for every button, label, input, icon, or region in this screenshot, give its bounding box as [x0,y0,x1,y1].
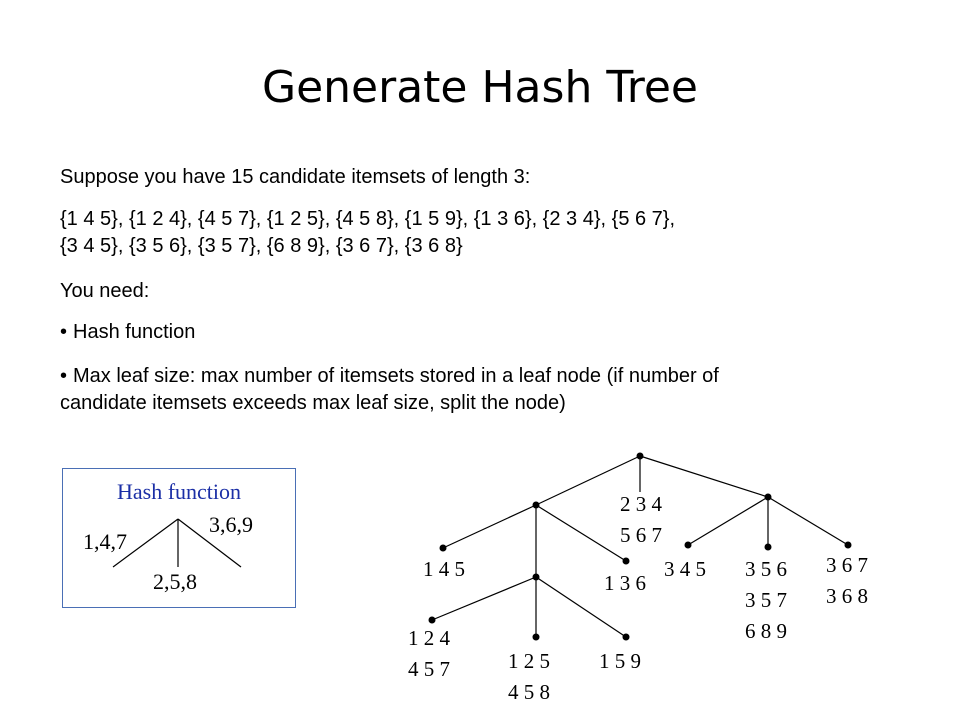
itemsets-line-2: {3 4 5}, {3 5 6}, {3 5 7}, {6 8 9}, {3 6… [60,235,463,257]
node-right [764,493,772,501]
leaf-234-item-2: 5 6 7 [620,523,662,547]
hash-function-branches [112,518,242,568]
node-leaf-125 [532,633,540,641]
branch-line-left [112,518,179,568]
branch-label-middle: 2,5,8 [153,569,197,594]
hash-function-box: Hash function 1,4,7 2,5,8 3,6,9 [62,468,296,608]
leaf-356-item-1: 3 5 6 [745,557,787,581]
edge-root-left [535,455,641,506]
node-left [532,501,540,509]
node-leaf-145 [439,544,447,552]
leaf-145: 1 4 5 [423,554,465,585]
leaf-136: 1 3 6 [604,568,646,599]
leaf-356-item-3: 6 8 9 [745,619,787,643]
you-need-text: You need: [60,280,150,302]
node-root [636,452,644,460]
leaf-159-item-1: 1 5 9 [599,649,641,673]
leaf-234: 2 3 4 5 6 7 [620,489,662,551]
leaf-356-item-2: 3 5 7 [745,588,787,612]
intro-text: Suppose you have 15 candidate itemsets o… [60,166,531,188]
leaf-234-item-1: 2 3 4 [620,492,662,516]
node-leaf-124 [428,616,436,624]
leaf-367-item-2: 3 6 8 [826,584,868,608]
leaf-345-item-1: 3 4 5 [664,557,706,581]
edge-left-136 [535,504,627,562]
leaf-367: 3 6 7 3 6 8 [826,550,868,612]
leaf-124-item-2: 4 5 7 [408,657,450,681]
leaf-159: 1 5 9 [599,646,641,677]
leaf-125-item-2: 4 5 8 [508,680,550,704]
leaf-125: 1 2 5 4 5 8 [508,646,550,708]
edge-root-right [639,455,769,498]
edge-right-345 [687,496,769,546]
leaf-124: 1 2 4 4 5 7 [408,623,450,685]
edge-124 [431,576,537,621]
node-left-middle [532,573,540,581]
node-leaf-367 [844,541,852,549]
branch-label-right: 3,6,9 [209,512,253,537]
edge-159 [535,576,627,638]
bullet-max-leaf-line-2: candidate itemsets exceeds max leaf size… [60,392,566,414]
leaf-145-item-1: 1 4 5 [423,557,465,581]
itemsets-line-1: {1 4 5}, {1 2 4}, {4 5 7}, {1 2 5}, {4 5… [60,208,676,230]
leaf-367-item-1: 3 6 7 [826,553,868,577]
node-leaf-136 [622,557,630,565]
node-leaf-159 [622,633,630,641]
leaf-125-item-1: 1 2 5 [508,649,550,673]
leaf-345: 3 4 5 [664,554,706,585]
edge-left-145 [442,504,537,549]
hash-function-title: Hash function [116,479,242,504]
branch-label-left: 1,4,7 [83,529,127,554]
bullet-hash-function: Hash function [60,320,920,345]
edge-right-367 [767,496,849,546]
leaf-124-item-1: 1 2 4 [408,626,450,650]
branch-line-right [177,518,242,568]
node-leaf-356 [764,543,772,551]
node-leaf-345 [684,541,692,549]
leaf-356: 3 5 6 3 5 7 6 8 9 [745,554,787,647]
bullet-max-leaf-line-1: Max leaf size: max number of itemsets st… [60,364,920,389]
leaf-136-item-1: 1 3 6 [604,571,646,595]
page-title: Generate Hash Tree [261,62,698,113]
